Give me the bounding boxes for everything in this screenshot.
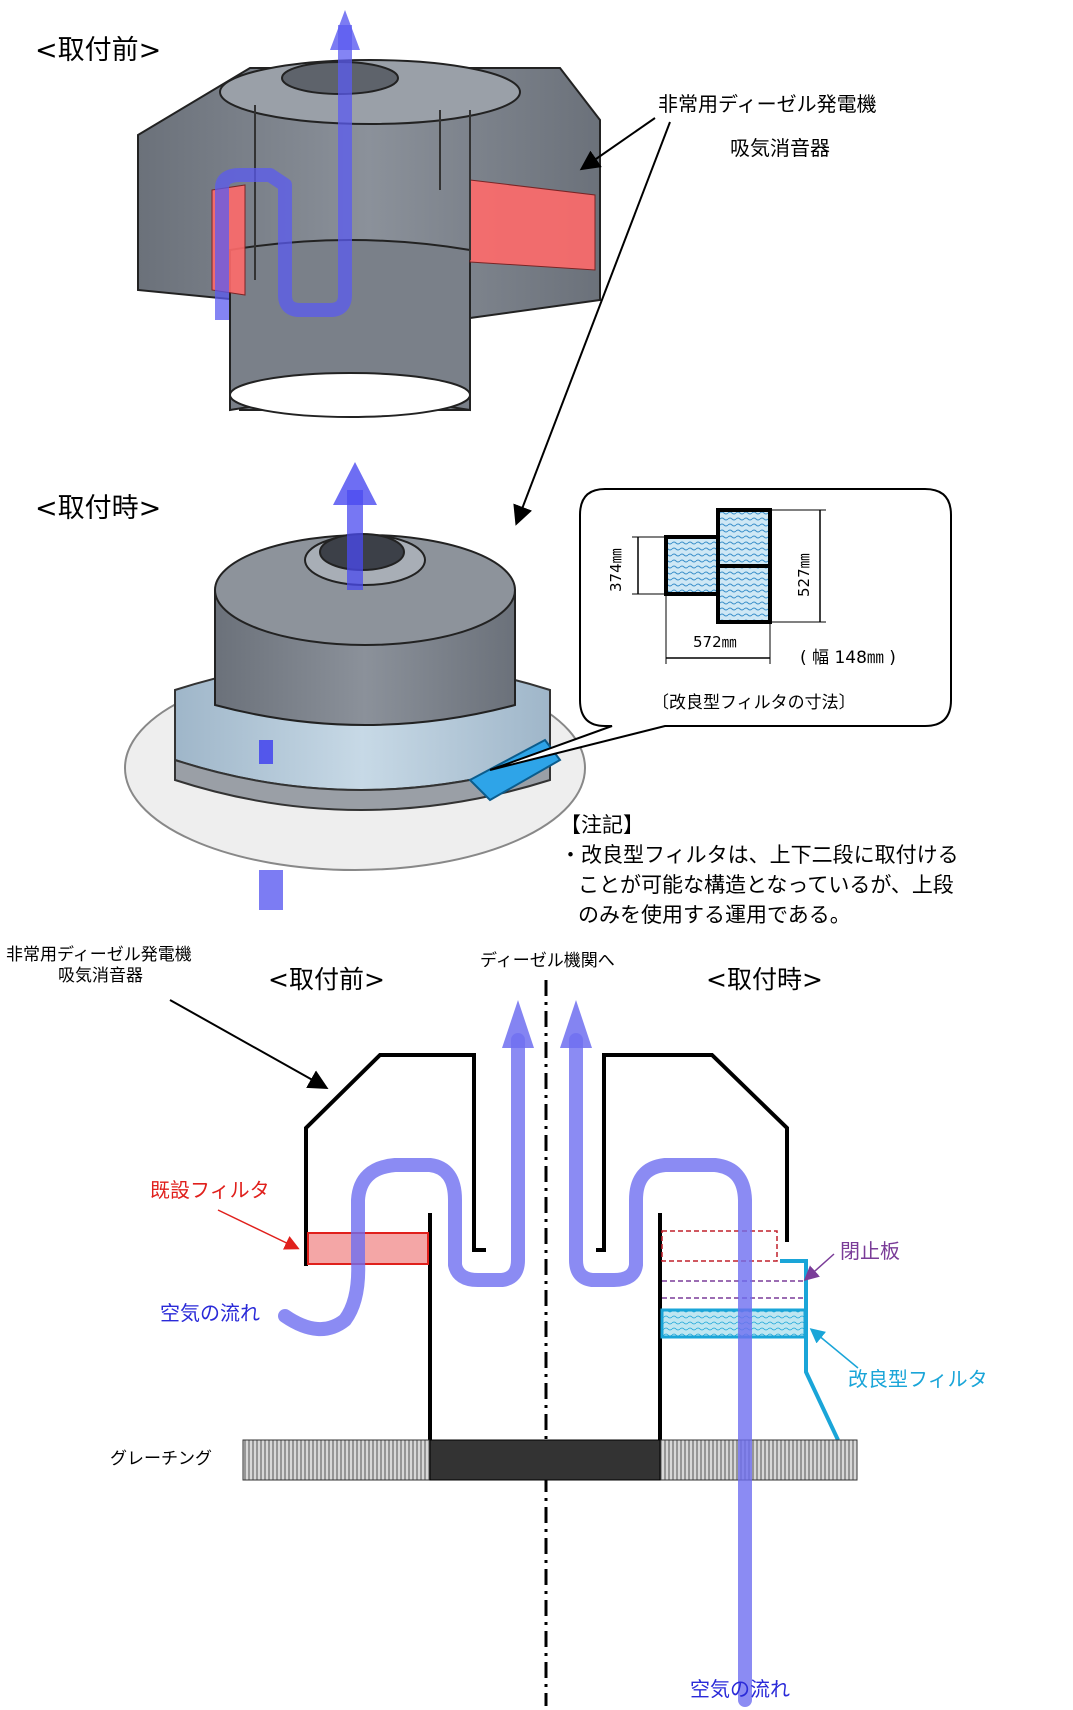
improved-filter	[660, 1308, 807, 1339]
improved-filter-label: 改良型フィルタ	[848, 1367, 988, 1391]
callout-bubble	[489, 488, 952, 771]
improved-filter-frame	[780, 1259, 840, 1441]
dim-depth: ( 幅 148㎜ )	[800, 648, 896, 668]
leader-closing-plate	[803, 1253, 835, 1281]
leader-improved-filter	[809, 1328, 859, 1369]
during-label-top: <取付時>	[35, 493, 162, 524]
grating-left	[242, 1439, 431, 1481]
leader-to-before	[579, 117, 656, 171]
air-flow-left-label: 空気の流れ	[160, 1301, 260, 1325]
closing-plate-label: 閉止板	[840, 1239, 900, 1263]
during-label-section: <取付時>	[706, 965, 823, 994]
silencer-3d-during	[124, 462, 586, 910]
existing-filter	[307, 1232, 429, 1265]
air-flow-during	[569, 1033, 752, 1707]
grating-label: グレーチング	[110, 1449, 212, 1469]
note-line2: ことが可能な構造となっているが、上段	[578, 873, 954, 897]
leader-section-silencer	[169, 999, 329, 1089]
grating-right	[659, 1439, 858, 1481]
note-line3: のみを使用する運用である。	[578, 903, 851, 927]
dim-height-small: 374㎜	[607, 548, 625, 592]
note-line1: ・改良型フィルタは、上下二段に取付ける	[560, 843, 959, 867]
filter-dimension-figure	[632, 508, 826, 664]
housing-left	[304, 1053, 486, 1252]
floor-block	[429, 1439, 661, 1481]
before-label-section: <取付前>	[268, 965, 385, 994]
silencer-name-section-line1: 非常用ディーゼル発電機	[6, 945, 192, 965]
dim-height-large: 527㎜	[795, 553, 813, 597]
leader-existing-filter	[217, 1209, 300, 1250]
dim-width: 572㎜	[693, 633, 737, 651]
leader-to-during	[513, 121, 671, 526]
removed-filter-outline	[661, 1230, 778, 1262]
air-flow-before	[278, 1033, 525, 1337]
silencer-name-top-line1: 非常用ディーゼル発電機	[658, 92, 877, 116]
callout-caption: 〔改良型フィルタの寸法〕	[652, 693, 856, 713]
note-heading: 【注記】	[560, 813, 644, 837]
before-label-top: <取付前>	[35, 35, 162, 66]
existing-filter-label: 既設フィルタ	[150, 1178, 270, 1202]
to-engine-label: ディーゼル機関へ	[480, 951, 615, 971]
air-flow-bottom-label: 空気の流れ	[690, 1677, 790, 1701]
silencer-3d-before	[137, 10, 601, 418]
silencer-name-section-line2: 吸気消音器	[58, 966, 143, 986]
housing-right	[596, 1053, 789, 1252]
silencer-name-top-line2: 吸気消音器	[730, 136, 830, 160]
